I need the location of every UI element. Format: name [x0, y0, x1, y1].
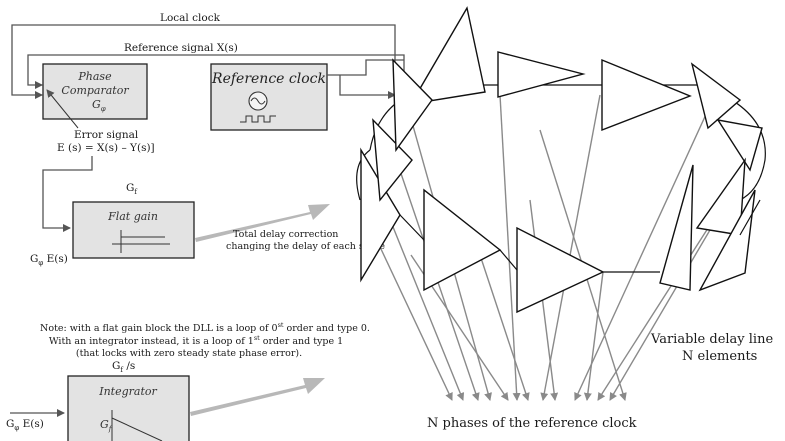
gphi-e-label-2: Gφ E(s) — [6, 418, 44, 432]
phase-comparator-line2: Comparator — [61, 84, 129, 97]
integrator-icon — [111, 410, 163, 441]
reference-signal-label: Reference signal X(s) — [124, 42, 238, 54]
delay-element-7 — [698, 189, 756, 292]
delay-element-8 — [659, 164, 694, 291]
error-signal-label: Error signal — [74, 129, 139, 141]
delay-element-5 — [716, 119, 763, 172]
delay-element-9 — [516, 226, 605, 314]
error-signal-formula: E (s) = X(s) – Y(s)] — [57, 142, 155, 154]
reference-clock-output-wire — [327, 59, 404, 99]
local-clock-wire — [11, 24, 396, 99]
phase-comparator-block: Phase Comparator Gφ — [42, 63, 148, 129]
correction-arrow-2 — [190, 378, 325, 416]
local-clock-label: Local clock — [160, 12, 221, 24]
integrator-block: Integrator Gf — [67, 375, 190, 441]
integrator-gain: Gf /s — [112, 360, 135, 374]
error-wire — [42, 156, 93, 232]
delay-element-13 — [392, 58, 433, 153]
delay-element-10 — [423, 188, 502, 292]
phases-label: N phases of the reference clock — [427, 416, 637, 431]
delay-line-label-1: Variable delay line — [650, 332, 773, 347]
integrator-inner-gain: Gf — [100, 418, 113, 433]
square-wave-icon — [240, 115, 276, 123]
correction-arrow-1 — [195, 204, 330, 242]
flat-gain-label: Flat gain — [107, 210, 158, 223]
gphi-e-label-1: Gφ E(s) — [30, 253, 68, 267]
delay-line-label-2: N elements — [682, 349, 757, 364]
correction-line1: Total delay correction — [233, 229, 338, 240]
note-line3: (that locks with zero steady state phase… — [76, 348, 302, 359]
integrator-label: Integrator — [98, 385, 157, 398]
element-links — [399, 199, 761, 273]
reference-signal-wire — [27, 54, 405, 95]
comparator-arrow — [46, 89, 79, 129]
reference-clock-block: Reference clock — [210, 63, 328, 131]
flat-gain-block: Flat gain — [72, 201, 195, 259]
reference-clock-label: Reference clock — [211, 71, 326, 87]
delay-element-4 — [690, 62, 742, 130]
phase-comparator-gain: Gφ — [92, 98, 106, 113]
delay-element-12 — [372, 118, 413, 202]
note-line2: With an integrator instead, it is a loop… — [49, 334, 343, 347]
correction-line2: changing the delay of each stage — [226, 241, 385, 252]
delay-element-1 — [409, 6, 486, 105]
note-line1: Note: with a flat gain block the DLL is … — [40, 321, 370, 334]
flat-gain-icon — [112, 230, 170, 253]
delay-element-6 — [695, 157, 746, 236]
flat-gain-gain: Gf — [126, 182, 138, 196]
phase-comparator-line1: Phase — [77, 70, 112, 83]
delay-element-3 — [601, 58, 692, 132]
delay-element-2 — [497, 51, 586, 98]
